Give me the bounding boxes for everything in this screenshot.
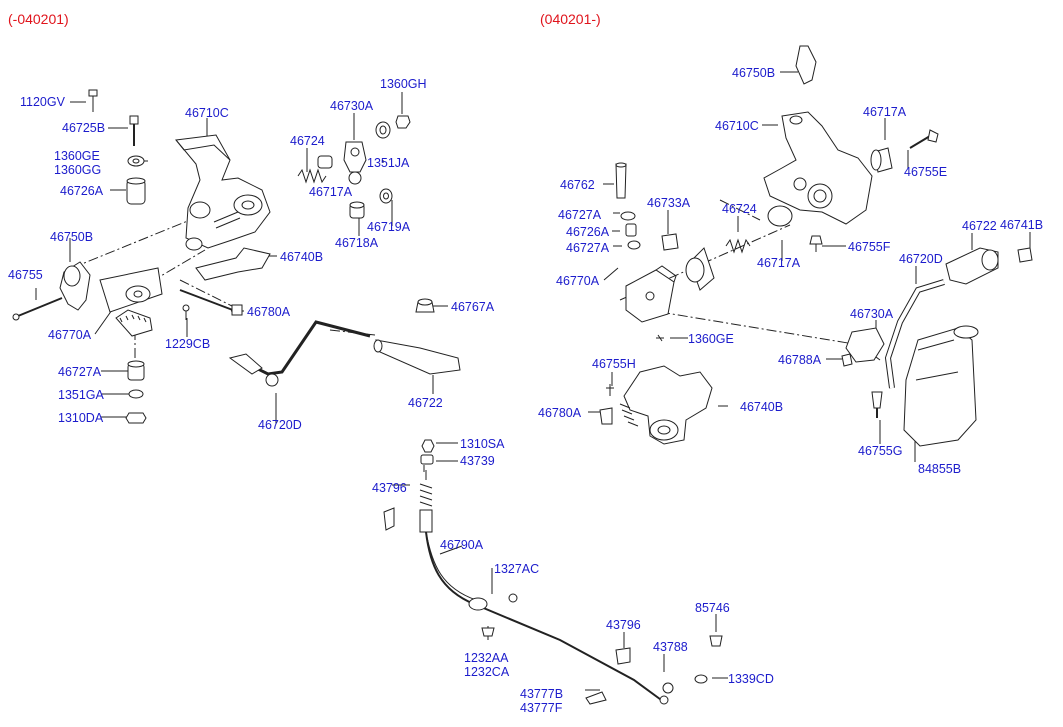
part-label-46750B-left[interactable]: 46750B bbox=[50, 230, 94, 244]
part-label-46780A-right[interactable]: 46780A bbox=[538, 406, 582, 420]
part-label-1229CB[interactable]: 1229CB bbox=[165, 337, 211, 351]
part-label-1232CA[interactable]: 1232CA bbox=[464, 665, 510, 679]
part-label-46730A-left[interactable]: 46730A bbox=[330, 99, 374, 113]
part-label-46788A[interactable]: 46788A bbox=[778, 353, 822, 367]
part-label-group-43777B-43777F: 43777B 43777F bbox=[520, 687, 563, 715]
part-label-46770A-right[interactable]: 46770A bbox=[556, 274, 600, 288]
part-label-46717A-right-lower[interactable]: 46717A bbox=[757, 256, 801, 270]
header-right-date-range: (040201-) bbox=[540, 11, 601, 27]
part-label-43777F[interactable]: 43777F bbox=[520, 701, 563, 715]
part-label-46725B[interactable]: 46725B bbox=[62, 121, 106, 135]
part-label-46724-left[interactable]: 46724 bbox=[290, 134, 325, 148]
header-left-date-range: (-040201) bbox=[8, 11, 69, 27]
part-label-46726A-right[interactable]: 46726A bbox=[566, 225, 610, 239]
part-label-46722-right[interactable]: 46722 bbox=[962, 219, 997, 233]
part-label-46740B-left[interactable]: 46740B bbox=[280, 250, 324, 264]
part-label-43796-upper[interactable]: 43796 bbox=[372, 481, 407, 495]
part-label-46720D-left[interactable]: 46720D bbox=[258, 418, 302, 432]
part-label-46724-right[interactable]: 46724 bbox=[722, 202, 757, 216]
part-label-1120GV[interactable]: 1120GV bbox=[20, 95, 65, 109]
part-label-1360GE-right[interactable]: 1360GE bbox=[688, 332, 734, 346]
part-label-46755[interactable]: 46755 bbox=[8, 268, 43, 282]
part-label-43796-lower[interactable]: 43796 bbox=[606, 618, 641, 632]
center-cable-artwork bbox=[383, 439, 728, 705]
part-label-46755G[interactable]: 46755G bbox=[858, 444, 903, 458]
part-label-46762[interactable]: 46762 bbox=[560, 178, 595, 192]
left-assembly-artwork bbox=[12, 89, 461, 424]
part-label-43788[interactable]: 43788 bbox=[653, 640, 688, 654]
part-label-1232AA[interactable]: 1232AA bbox=[464, 651, 509, 665]
part-label-43739[interactable]: 43739 bbox=[460, 454, 495, 468]
part-label-46755E[interactable]: 46755E bbox=[904, 165, 948, 179]
part-label-1360GH[interactable]: 1360GH bbox=[380, 77, 427, 91]
part-label-46770A-left[interactable]: 46770A bbox=[48, 328, 92, 342]
part-label-1351GA[interactable]: 1351GA bbox=[58, 388, 104, 402]
part-label-46741B[interactable]: 46741B bbox=[1000, 218, 1044, 232]
part-label-43777B[interactable]: 43777B bbox=[520, 687, 564, 701]
part-label-46718A[interactable]: 46718A bbox=[335, 236, 379, 250]
part-label-46722-left[interactable]: 46722 bbox=[408, 396, 443, 410]
part-label-46790A[interactable]: 46790A bbox=[440, 538, 484, 552]
part-label-46720D-right[interactable]: 46720D bbox=[899, 252, 943, 266]
part-label-46710C-left[interactable]: 46710C bbox=[185, 106, 229, 120]
part-label-1351JA[interactable]: 1351JA bbox=[367, 156, 410, 170]
part-label-1360GE-left[interactable]: 1360GE bbox=[54, 149, 100, 163]
part-label-46719A[interactable]: 46719A bbox=[367, 220, 411, 234]
part-label-46750B-right[interactable]: 46750B bbox=[732, 66, 776, 80]
part-label-46755H[interactable]: 46755H bbox=[592, 357, 636, 371]
part-label-46730A-right[interactable]: 46730A bbox=[850, 307, 894, 321]
part-label-46740B-right[interactable]: 46740B bbox=[740, 400, 784, 414]
part-label-46780A-left[interactable]: 46780A bbox=[247, 305, 291, 319]
part-label-46733A[interactable]: 46733A bbox=[647, 196, 691, 210]
part-label-85746[interactable]: 85746 bbox=[695, 601, 730, 615]
part-label-1310DA[interactable]: 1310DA bbox=[58, 411, 104, 425]
part-label-46717A-left[interactable]: 46717A bbox=[309, 185, 353, 199]
part-label-group-1360GE-1360GG: 1360GE 1360GG bbox=[54, 149, 101, 177]
part-label-46727A-right-lower[interactable]: 46727A bbox=[566, 241, 610, 255]
part-label-46767A[interactable]: 46767A bbox=[451, 300, 495, 314]
part-label-46717A-right-upper[interactable]: 46717A bbox=[863, 105, 907, 119]
part-label-84855B[interactable]: 84855B bbox=[918, 462, 962, 476]
part-label-46727A-left[interactable]: 46727A bbox=[58, 365, 102, 379]
part-label-46726A-left[interactable]: 46726A bbox=[60, 184, 104, 198]
part-label-46727A-right-upper[interactable]: 46727A bbox=[558, 208, 602, 222]
part-label-1339CD[interactable]: 1339CD bbox=[728, 672, 774, 686]
part-label-46755F[interactable]: 46755F bbox=[848, 240, 891, 254]
right-assembly-artwork bbox=[588, 45, 1033, 462]
part-label-1327AC[interactable]: 1327AC bbox=[494, 562, 540, 576]
part-label-group-1232AA-1232CA: 1232AA 1232CA bbox=[464, 651, 509, 679]
part-label-1360GG[interactable]: 1360GG bbox=[54, 163, 102, 177]
part-label-46710C-right[interactable]: 46710C bbox=[715, 119, 759, 133]
part-label-1310SA[interactable]: 1310SA bbox=[460, 437, 505, 451]
